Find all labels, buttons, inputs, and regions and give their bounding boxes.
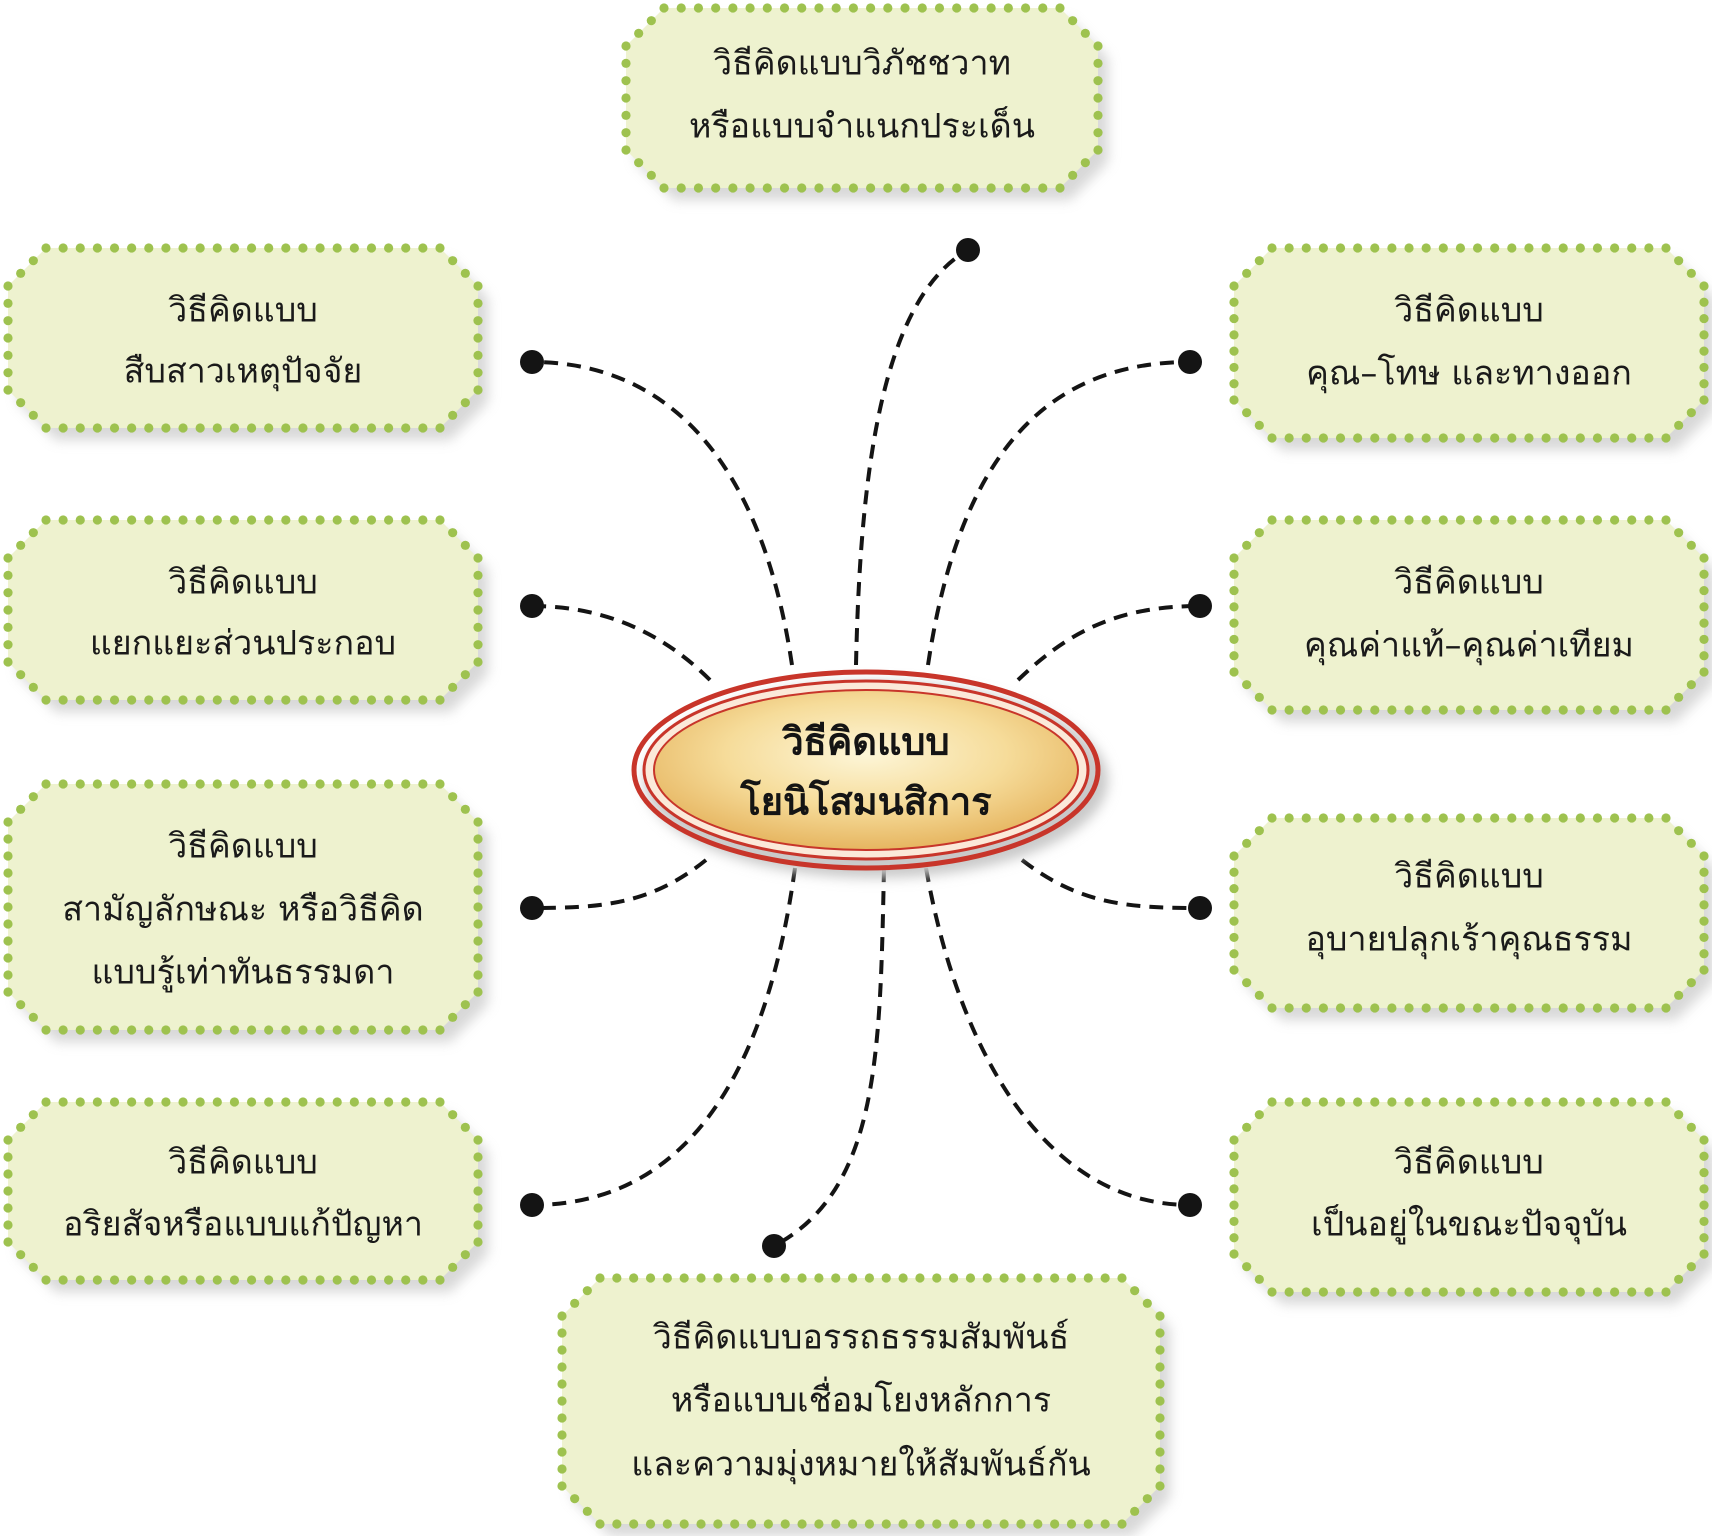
node-body xyxy=(1234,248,1704,438)
node-bottom: วิธีคิดแบบอรรถธรรมสัมพันธ์หรือแบบเชื่อมโ… xyxy=(557,1273,1170,1536)
connector-dot-left3 xyxy=(520,896,544,920)
center-ellipse-inner xyxy=(653,689,1079,851)
node-dotted-border xyxy=(1229,515,1709,715)
node-right3-line-1: วิธีคิดแบบ xyxy=(1394,857,1544,897)
node-dotted-border xyxy=(1229,243,1709,443)
node-top-line-1: วิธีคิดแบบวิภัชชวาท xyxy=(713,44,1011,84)
node-left3-line-1: วิธีคิดแบบ xyxy=(168,827,318,867)
connector-dot-bottom xyxy=(762,1234,786,1258)
connector-dot-right4 xyxy=(1178,1193,1202,1217)
node-body xyxy=(626,8,1098,188)
connector-dot-right1 xyxy=(1178,350,1202,374)
node-dotted-border xyxy=(3,1097,483,1285)
node-dotted-border xyxy=(3,779,483,1035)
connector-dot-left4 xyxy=(520,1193,544,1217)
node-right4-line-2: เป็นอยู่ในขณะปัจจุบัน xyxy=(1311,1204,1627,1245)
node-body xyxy=(562,1278,1160,1524)
connector-right4 xyxy=(924,867,1191,1207)
node-body xyxy=(8,248,478,428)
node-body xyxy=(8,1102,478,1280)
node-right2-line-1: วิธีคิดแบบ xyxy=(1394,563,1544,603)
connector-dot-left2 xyxy=(520,594,544,618)
node-left4: วิธีคิดแบบอริยสัจหรือแบบแก้ปัญหา xyxy=(3,1097,488,1292)
connector-dot-left1 xyxy=(520,350,544,374)
node-body xyxy=(8,784,478,1030)
node-dotted-border xyxy=(1229,1097,1709,1297)
connector-left4 xyxy=(531,867,797,1207)
center-label-line-1: วิธีคิดแบบ xyxy=(782,720,950,764)
center-node: วิธีคิดแบบ โยนิโสมนสิการ xyxy=(631,669,1108,878)
node-body xyxy=(1234,818,1704,1008)
connector-dot-right3 xyxy=(1188,896,1212,920)
node-bottom-line-2: หรือแบบเชื่อมโยงหลักการ xyxy=(671,1377,1051,1421)
node-left2-line-2: แยกแยะส่วนประกอบ xyxy=(90,624,396,664)
node-bottom-line-3: และความมุ่งหมายให้สัมพันธ์กัน xyxy=(631,1445,1091,1485)
node-right1-line-1: วิธีคิดแบบ xyxy=(1394,291,1544,331)
node-body xyxy=(1234,1102,1704,1292)
connector-bottom xyxy=(773,867,886,1248)
node-left4-line-2: อริยสัจหรือแบบแก้ปัญหา xyxy=(63,1205,423,1245)
connector-right3 xyxy=(1020,858,1201,910)
node-top-line-2: หรือแบบจำแนกประเด็น xyxy=(689,106,1035,147)
node-left3-line-2: สามัญลักษณะ หรือวิธีคิด xyxy=(62,890,423,930)
connector-top xyxy=(854,248,969,666)
node-dotted-border xyxy=(621,3,1103,193)
node-dotted-border xyxy=(3,243,483,433)
connector-endpoints xyxy=(520,238,1212,1258)
node-left1-line-1: วิธีคิดแบบ xyxy=(168,291,318,331)
connector-right2 xyxy=(1016,604,1201,682)
connector-left2 xyxy=(531,604,712,682)
node-right4-line-1: วิธีคิดแบบ xyxy=(1394,1143,1544,1183)
center-ellipse-outer xyxy=(631,669,1101,871)
node-left1-line-2: สืบสาวเหตุปัจจัย xyxy=(124,352,363,392)
node-left4-line-1: วิธีคิดแบบ xyxy=(168,1143,318,1183)
connector-left1 xyxy=(531,360,794,666)
boxes: วิธีคิดแบบวิภัชชวาทหรือแบบจำแนกประเด็นวิ… xyxy=(3,3,1712,1536)
node-right3: วิธีคิดแบบอุบายปลุกเร้าคุณธรรม xyxy=(1229,813,1712,1020)
node-bottom-line-1: วิธีคิดแบบอรรถธรรมสัมพันธ์ xyxy=(653,1318,1070,1358)
node-right1-line-2: คุณ–โทษ และทางออก xyxy=(1306,354,1632,394)
node-body xyxy=(8,520,478,700)
connector-dot-right2 xyxy=(1188,594,1212,618)
connector-dot-top xyxy=(956,238,980,262)
node-right2-line-2: คุณค่าแท้–คุณค่าเทียม xyxy=(1304,626,1634,666)
node-dotted-border xyxy=(557,1273,1165,1529)
connector-right1 xyxy=(926,360,1191,666)
node-dotted-border xyxy=(1229,813,1709,1013)
node-left3-line-3: แบบรู้เท่าทันธรรมดา xyxy=(92,953,395,993)
node-body xyxy=(1234,520,1704,710)
connectors xyxy=(531,248,1201,1248)
node-left2-line-1: วิธีคิดแบบ xyxy=(168,563,318,603)
connector-left3 xyxy=(531,858,708,910)
node-dotted-border xyxy=(3,515,483,705)
center-label-line-2: โยนิโสมนสิการ xyxy=(739,779,992,824)
node-right3-line-2: อุบายปลุกเร้าคุณธรรม xyxy=(1306,920,1633,960)
